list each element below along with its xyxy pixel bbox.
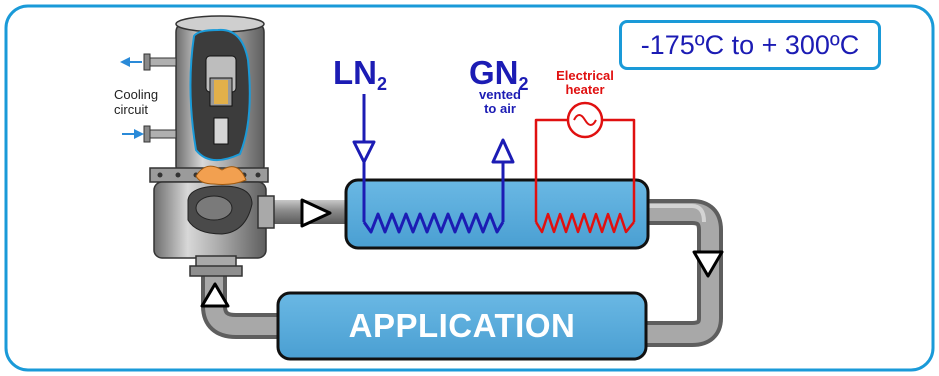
cooling-circuit-label: Cooling circuit [114,87,158,117]
cooling-out-arrow [120,57,142,67]
temperature-range-box: -175ºC to + 300ºC [619,20,881,70]
cooling-label-line2: circuit [114,102,148,117]
temperature-range: -175ºC to + 300ºC [640,29,860,60]
heater-coil [534,118,636,234]
gn2-note-line1: vented [479,87,521,102]
application-label: APPLICATION [348,307,576,344]
gn2-subscript: 2 [518,74,529,94]
gn2-main: GN [469,54,519,91]
gn2-note: vented to air [474,88,526,116]
arrow-down-icon [692,250,724,278]
arrow-up-icon [200,282,230,308]
cooling-in-arrow [122,129,144,139]
ln2-label: LN2 [333,54,387,95]
ln2-subscript: 2 [377,74,388,94]
application-tank [276,291,648,361]
gn2-label: GN2 [469,54,529,95]
heater-label-line2: heater [565,82,605,97]
ac-source-icon [566,101,604,139]
heater-label-line1: Electrical [556,68,614,83]
nitrogen-coil [352,94,515,234]
heat-exchanger-tank [344,178,650,250]
arrow-right-icon [300,198,332,228]
gn2-note-line2: to air [484,101,516,116]
pump-icon [143,15,275,277]
heater-label: Electrical heater [552,69,618,97]
ln2-main: LN [333,54,377,91]
cooling-label-line1: Cooling [114,87,159,102]
